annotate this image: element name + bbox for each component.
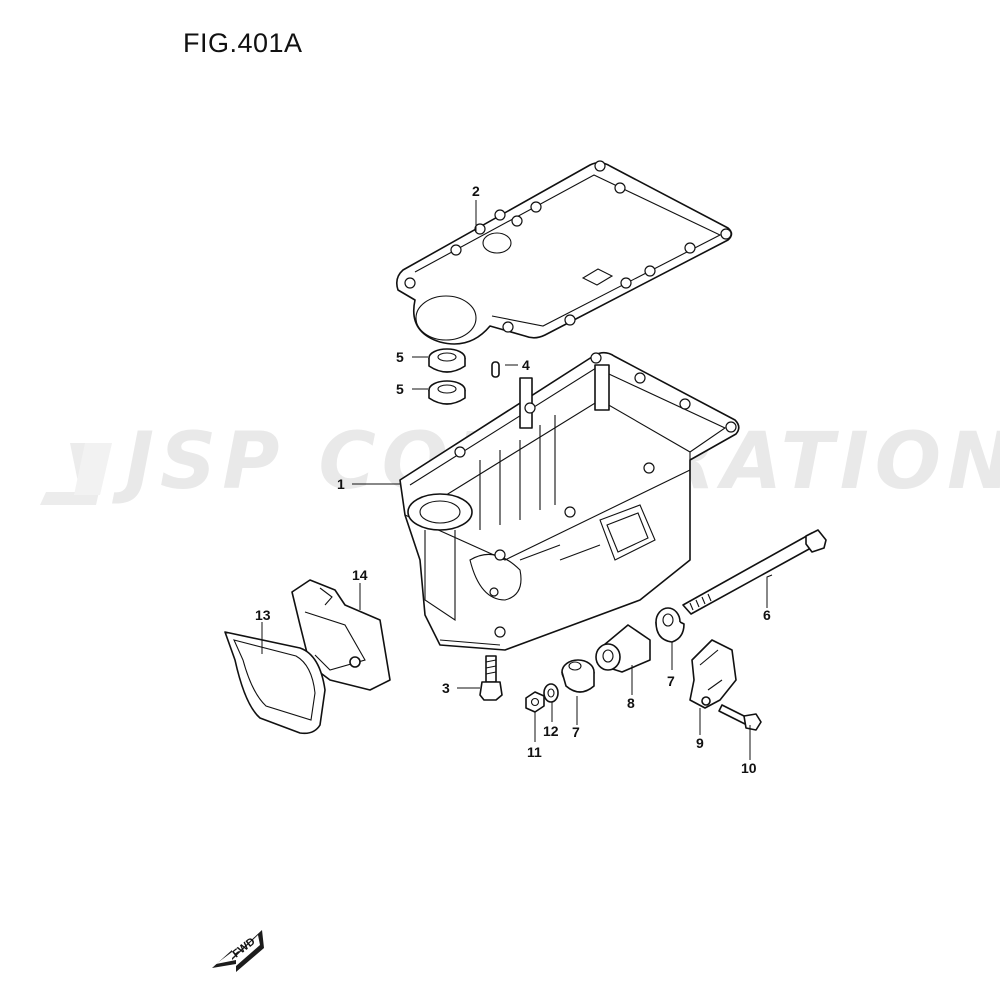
pin-part-4 — [491, 361, 500, 378]
bracket-part-9 — [689, 639, 737, 709]
callout-6: 6 — [763, 607, 771, 623]
callout-2: 2 — [472, 183, 480, 199]
gasket-part-2 — [396, 160, 733, 345]
leader-lines — [261, 200, 773, 760]
callout-11: 11 — [527, 744, 542, 760]
washer-part-7-left — [561, 659, 595, 693]
callout-4: 4 — [522, 357, 530, 373]
callout-12: 12 — [543, 723, 559, 739]
watermark-logo — [40, 443, 112, 505]
washer-part-7-right — [655, 607, 685, 643]
callout-8: 8 — [627, 695, 635, 711]
callout-5-upper: 5 — [396, 349, 404, 365]
seal-part-5-upper — [428, 348, 466, 373]
callout-labels: 2 5 5 4 1 6 7 8 9 10 3 11 12 7 14 13 — [255, 183, 771, 776]
callout-10: 10 — [741, 760, 757, 776]
callout-7-right: 7 — [667, 673, 675, 689]
figure-title: FIG.401A — [183, 28, 303, 58]
callout-7-left: 7 — [572, 724, 580, 740]
washer-part-12 — [543, 683, 559, 703]
callout-1: 1 — [337, 476, 345, 492]
nut-part-11 — [525, 691, 545, 713]
forward-direction-badge: FWD — [212, 930, 264, 972]
bolt-part-6 — [682, 529, 827, 615]
seal-part-5-lower — [428, 380, 466, 405]
bolt-part-3 — [479, 655, 503, 701]
callout-13: 14 — [352, 567, 368, 583]
gasket-part-14 — [224, 631, 326, 735]
callout-5-lower: 5 — [396, 381, 404, 397]
callout-9: 9 — [696, 735, 704, 751]
housing-part-1 — [399, 351, 740, 651]
bolt-part-10 — [718, 704, 762, 731]
callout-3: 3 — [442, 680, 450, 696]
callout-14: 13 — [255, 607, 271, 623]
collar-part-8 — [595, 624, 651, 673]
